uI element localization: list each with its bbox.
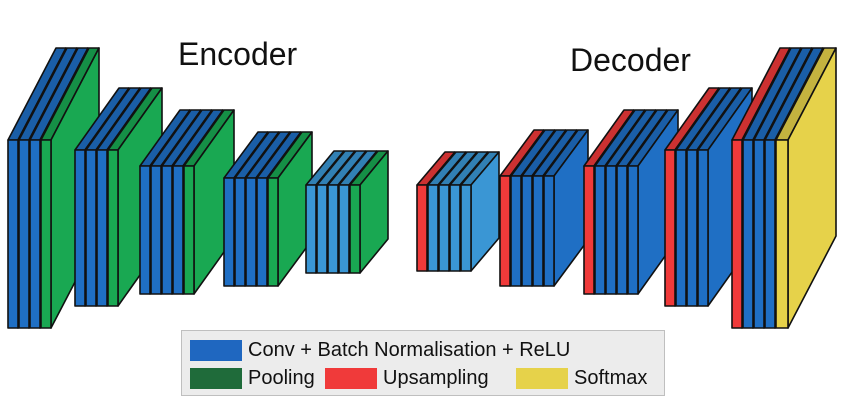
legend-pool-label: Pooling — [248, 367, 315, 389]
decoder-block-2-layer-1-up-front — [499, 175, 511, 287]
decoder-block-3-layer-4-conv-front — [616, 165, 628, 295]
encoder-block-5-layer-5-pool — [349, 150, 389, 274]
encoder-block-1-layer-2-conv-front — [18, 139, 30, 329]
encoder-block-2-layer-4-pool-front — [107, 149, 119, 307]
encoder-block-4-layer-1-conv-front — [223, 177, 235, 287]
decoder-block-1-layer-5-conv_light — [460, 151, 500, 272]
encoder-title: Encoder — [178, 36, 298, 72]
decoder-block-3-layer-3-conv-front — [605, 165, 617, 295]
decoder-block-1-layer-4-conv_light-front — [449, 184, 461, 272]
encoder-block-1-layer-4-pool-front — [40, 139, 52, 329]
decoder-block-3-layer-5-conv-front — [627, 165, 639, 295]
decoder-block-5-layer-5-soft-front — [775, 139, 789, 329]
decoder-block-5-layer-2-conv-front — [742, 139, 754, 329]
decoder-block-4-layer-2-conv-front — [675, 149, 687, 307]
encoder-block-3-layer-3-conv-front — [161, 165, 173, 295]
decoder-block-4-layer-4-conv-front — [697, 149, 709, 307]
decoder-block-2-layer-3-conv-front — [521, 175, 533, 287]
encoder-block-5-layer-1-conv_light-front — [305, 184, 317, 274]
decoder-block-5-layer-5-soft — [775, 47, 837, 329]
decoder-block-5-layer-3-conv-front — [753, 139, 765, 329]
decoder-block-5-layer-1-up-front — [731, 139, 743, 329]
legend-soft-label: Softmax — [574, 367, 648, 389]
decoder-block-2-layer-2-conv-front — [510, 175, 522, 287]
encoder-block-4-layer-5-pool — [267, 131, 313, 287]
legend-soft-swatch — [516, 368, 568, 389]
decoder-block-1-layer-2-conv_light-front — [427, 184, 439, 272]
encoder-block-2-layer-3-conv-front — [96, 149, 108, 307]
legend-up-swatch — [325, 368, 377, 389]
decoder-block-4-layer-3-conv-front — [686, 149, 698, 307]
legend-conv-swatch — [190, 340, 242, 361]
encoder-block-4-layer-5-pool-front — [267, 177, 279, 287]
decoder-title: Decoder — [570, 42, 691, 78]
decoder-block-1-layer-3-conv_light-front — [438, 184, 450, 272]
encoder-block-5-layer-5-pool-front — [349, 184, 361, 274]
encoder-block-1-layer-1-conv-front — [7, 139, 19, 329]
encoder-block-1-layer-3-conv-front — [29, 139, 41, 329]
layer-stack — [7, 47, 837, 329]
encoder-block-3-layer-2-conv-front — [150, 165, 162, 295]
legend-pool-swatch — [190, 368, 242, 389]
decoder-block-3-layer-1-up-front — [583, 165, 595, 295]
decoder-block-4-layer-1-up-front — [664, 149, 676, 307]
encoder-block-5-layer-4-conv_light-front — [338, 184, 350, 274]
encoder-block-5-layer-2-conv_light-front — [316, 184, 328, 274]
legend: Conv + Batch Normalisation + ReLU Poolin… — [181, 330, 665, 396]
decoder-block-5-layer-4-conv-front — [764, 139, 776, 329]
encoder-block-4-layer-3-conv-front — [245, 177, 257, 287]
decoder-block-1-layer-5-conv_light-front — [460, 184, 472, 272]
encoder-block-2-layer-1-conv-front — [74, 149, 86, 307]
legend-conv-label: Conv + Batch Normalisation + ReLU — [248, 339, 571, 361]
decoder-block-2-layer-4-conv-front — [532, 175, 544, 287]
decoder-block-2-layer-5-conv-front — [543, 175, 555, 287]
decoder-block-2-layer-5-conv — [543, 129, 589, 287]
encoder-block-4-layer-2-conv-front — [234, 177, 246, 287]
decoder-block-3-layer-2-conv-front — [594, 165, 606, 295]
encoder-block-3-layer-5-pool-front — [183, 165, 195, 295]
encoder-block-5-layer-3-conv_light-front — [327, 184, 339, 274]
encoder-block-3-layer-4-conv-front — [172, 165, 184, 295]
encoder-block-2-layer-2-conv-front — [85, 149, 97, 307]
decoder-block-1-layer-1-up-front — [416, 184, 428, 272]
encoder-block-3-layer-1-conv-front — [139, 165, 151, 295]
legend-up-label: Upsampling — [383, 367, 489, 389]
encoder-block-4-layer-4-conv-front — [256, 177, 268, 287]
